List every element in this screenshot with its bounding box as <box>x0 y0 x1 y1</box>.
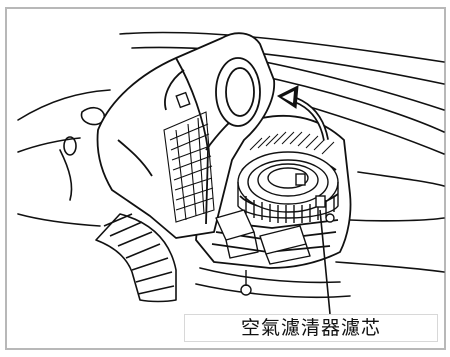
lower-connector <box>215 209 311 265</box>
callout-leader-line <box>319 209 331 315</box>
engine-bay-lines <box>17 31 445 299</box>
lid-grille <box>163 111 215 223</box>
air-filter-element-label: 空氣濾清器濾芯 <box>184 314 438 342</box>
intake-hose <box>95 213 177 303</box>
open-direction-arrow <box>277 85 329 141</box>
air-cleaner-lid <box>96 32 275 239</box>
air-filter-element <box>237 131 339 223</box>
figure-border <box>5 7 446 350</box>
lid-clips <box>175 91 335 296</box>
